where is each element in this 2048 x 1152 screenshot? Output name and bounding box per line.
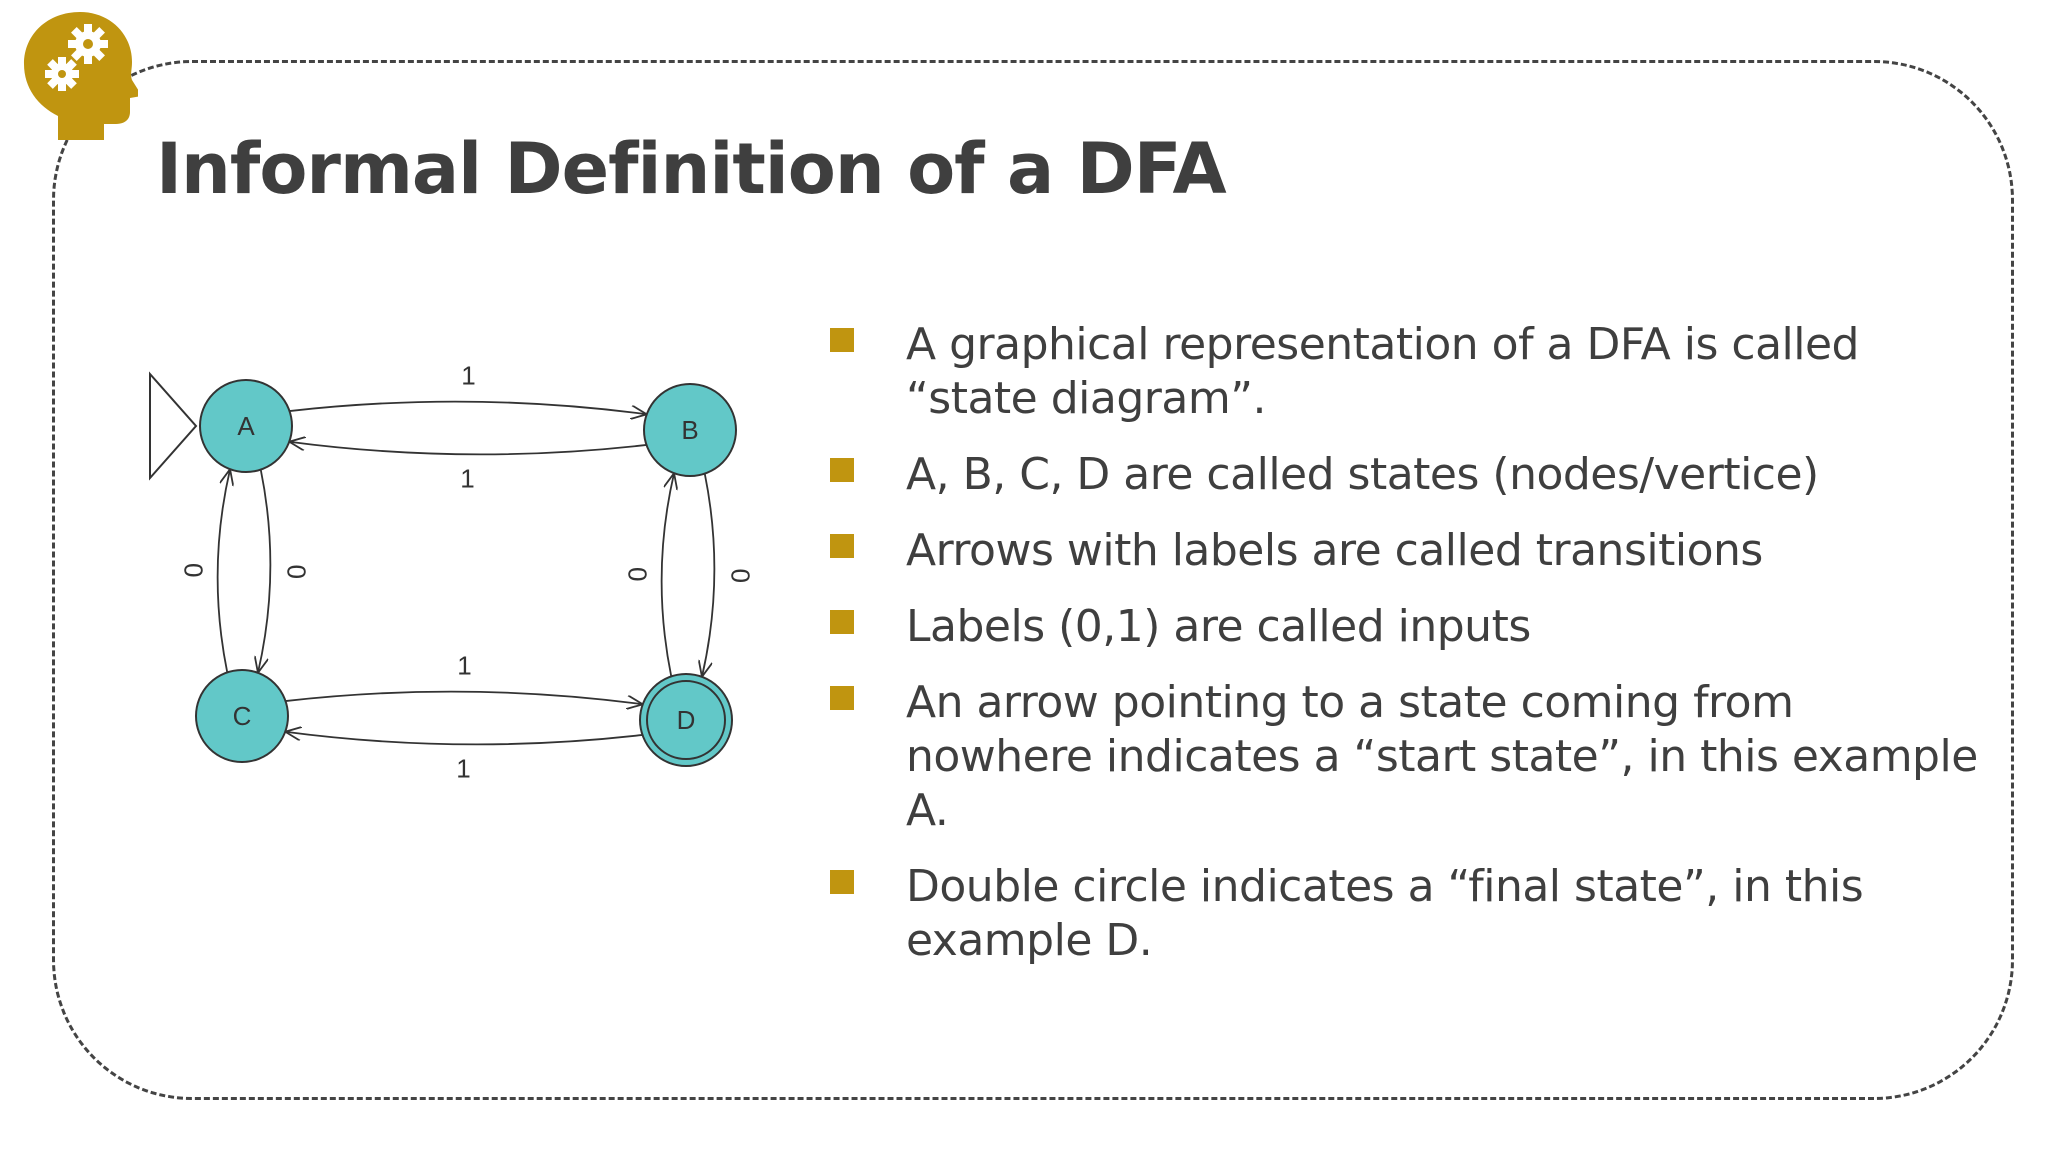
slide-title: Informal Definition of a DFA xyxy=(156,128,1227,210)
bullet-text: A graphical representation of a DFA is c… xyxy=(906,319,1859,424)
bullet-marker xyxy=(830,610,854,634)
bullet-marker xyxy=(830,458,854,482)
state-node-d: D xyxy=(639,673,733,767)
state-label: B xyxy=(681,415,698,445)
transition-arrow xyxy=(702,473,716,677)
bullet-item: Double circle indicates a “final state”,… xyxy=(830,860,1980,968)
transition-label: 1 xyxy=(456,753,470,783)
transition-label: 1 xyxy=(457,651,471,681)
state-label: A xyxy=(237,411,255,441)
transition-label: 0 xyxy=(725,568,755,582)
bullet-list: A graphical representation of a DFA is c… xyxy=(830,318,1980,990)
transition-label: 1 xyxy=(460,463,474,493)
transition-arrow xyxy=(285,732,643,746)
transition-arrow xyxy=(285,690,643,705)
start-arrow xyxy=(149,371,198,481)
state-node-b: B xyxy=(643,383,737,477)
bullet-marker xyxy=(830,328,854,352)
bullet-text: An arrow pointing to a state coming from… xyxy=(906,677,1978,836)
state-label: D xyxy=(677,705,696,735)
transition-arrow xyxy=(289,400,647,415)
bullet-item: A, B, C, D are called states (nodes/vert… xyxy=(830,448,1980,502)
bullet-item: Arrows with labels are called transition… xyxy=(830,524,1980,578)
transition-arrow xyxy=(289,442,647,456)
bullet-item: An arrow pointing to a state coming from… xyxy=(830,676,1980,838)
bullet-marker xyxy=(830,686,854,710)
transition-arrow xyxy=(258,469,272,673)
bullet-marker xyxy=(830,870,854,894)
state-node-c: C xyxy=(195,669,289,763)
bullet-item: Labels (0,1) are called inputs xyxy=(830,600,1980,654)
head-gears-icon xyxy=(24,12,138,140)
bullet-marker xyxy=(830,534,854,558)
bullet-item: A graphical representation of a DFA is c… xyxy=(830,318,1980,426)
transition-arrow xyxy=(216,469,230,673)
transition-arrow xyxy=(660,473,674,677)
bullet-text: A, B, C, D are called states (nodes/vert… xyxy=(906,449,1819,500)
transition-label: 0 xyxy=(179,563,209,577)
state-diagram: 1 1 0 0 0 0 1 1 A B C D xyxy=(149,361,755,783)
bullet-text: Arrows with labels are called transition… xyxy=(906,525,1763,576)
transition-label: 0 xyxy=(623,567,653,581)
state-label: C xyxy=(233,701,252,731)
bullet-text: Double circle indicates a “final state”,… xyxy=(906,861,1864,966)
transition-label: 0 xyxy=(281,564,311,578)
slide-frame xyxy=(52,60,2014,1100)
state-node-a: A xyxy=(199,379,293,473)
bullet-text: Labels (0,1) are called inputs xyxy=(906,601,1531,652)
transition-label: 1 xyxy=(461,361,475,391)
